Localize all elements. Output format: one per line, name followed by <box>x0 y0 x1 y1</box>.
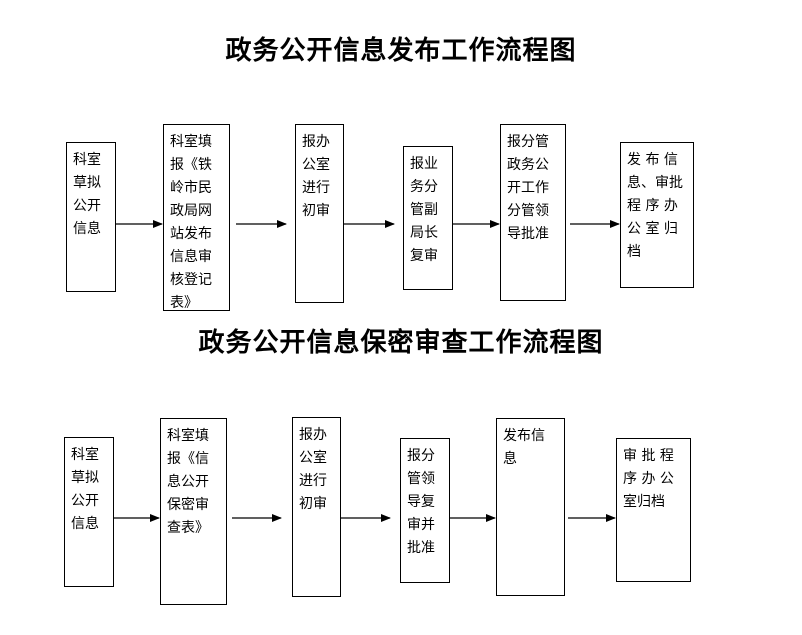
d1-step-office-review-text: 报办公室进行初审 <box>302 134 330 219</box>
d1-step-deputy-review-text: 报业务分管副局长复审 <box>410 156 438 264</box>
d2-step-publish: 发布信息 <box>496 418 565 596</box>
d2-step-office-review: 报办公室进行初审 <box>292 417 341 597</box>
d1-step-draft: 科室草拟公开信息 <box>66 142 116 292</box>
d1-step-publish-archive: 发 布 信息、审批 程 序 办 公 室 归 档 <box>620 142 694 288</box>
d1-step-publish-archive-text: 发 布 信息、审批 程 序 办 公 室 归 档 <box>627 152 683 260</box>
d2-step-archive: 审 批 程 序 办 公 室归档 <box>616 438 691 582</box>
d2-step-draft: 科室草拟公开信息 <box>64 437 114 587</box>
d1-step-register-form: 科室填报《铁岭市民政局网站发布信息审核登记表》 <box>163 124 230 311</box>
d2-step-draft-text: 科室草拟公开信息 <box>71 447 99 532</box>
d2-step-leader-review: 报分管领导复审并批准 <box>400 438 450 583</box>
d1-step-deputy-review: 报业务分管副局长复审 <box>403 146 453 290</box>
d2-step-archive-text: 审 批 程 序 办 公 室归档 <box>623 448 674 510</box>
diagram1-title: 政务公开信息发布工作流程图 <box>225 36 577 66</box>
d2-step-publish-text: 发布信息 <box>503 428 545 467</box>
d1-step-draft-text: 科室草拟公开信息 <box>73 152 101 237</box>
d1-step-office-review: 报办公室进行初审 <box>295 124 344 303</box>
d2-step-confidential-form-text: 科室填报《信息公开保密审查表》 <box>167 428 209 536</box>
d1-step-register-form-text: 科室填报《铁岭市民政局网站发布信息审核登记表》 <box>170 134 212 311</box>
d2-step-office-review-text: 报办公室进行初审 <box>299 427 327 512</box>
d2-step-leader-review-text: 报分管领导复审并批准 <box>407 448 435 556</box>
d1-step-leader-approve: 报分管政务公开工作分管领导批准 <box>500 124 566 301</box>
diagram2-title: 政务公开信息保密审查工作流程图 <box>198 328 604 358</box>
d1-step-leader-approve-text: 报分管政务公开工作分管领导批准 <box>507 134 549 242</box>
d2-step-confidential-form: 科室填报《信息公开保密审查表》 <box>160 418 227 605</box>
